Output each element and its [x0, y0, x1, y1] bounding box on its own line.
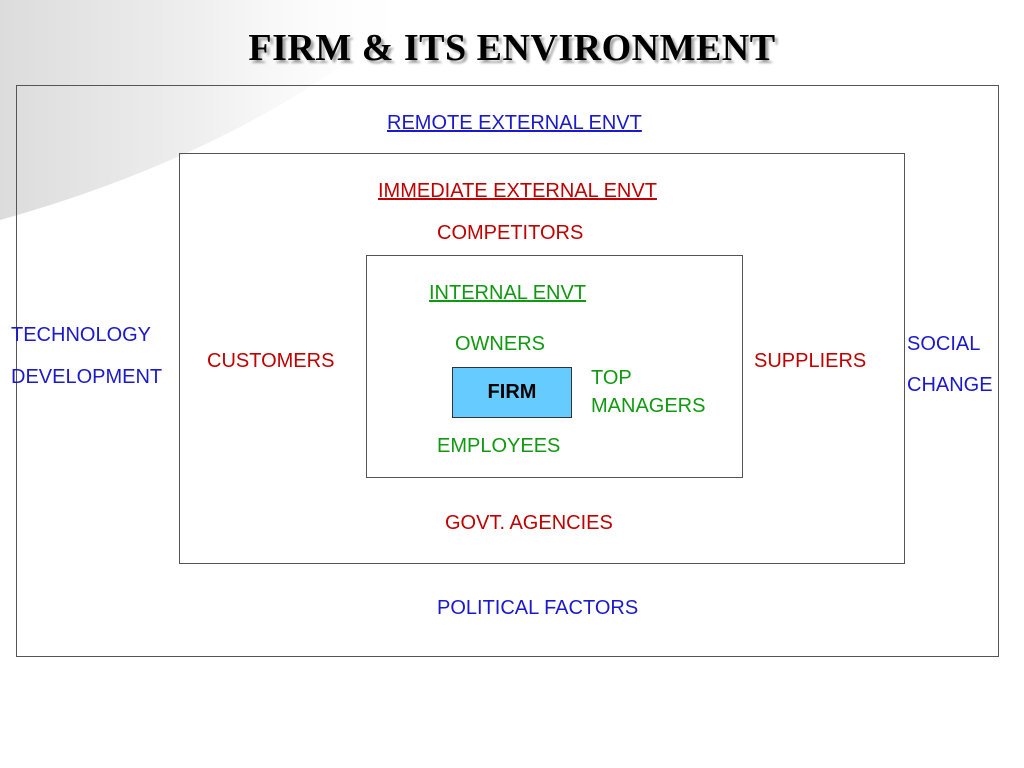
immediate-environment-box: [179, 153, 905, 564]
internal-environment-box: [366, 255, 743, 478]
political-factors-label: POLITICAL FACTORS: [437, 597, 639, 619]
development-label: DEVELOPMENT: [11, 366, 163, 388]
top-label: TOP: [591, 367, 632, 389]
change-label: CHANGE: [907, 374, 993, 396]
suppliers-label: SUPPLIERS: [754, 350, 867, 372]
internal-heading: INTERNAL ENVT: [429, 282, 587, 304]
remote-environment-box: [16, 85, 999, 657]
technology-label: TECHNOLOGY: [11, 324, 152, 346]
competitors-label: COMPETITORS: [437, 222, 584, 244]
page-title: FIRM & ITS ENVIRONMENT: [248, 27, 776, 69]
remote-heading: REMOTE EXTERNAL ENVT: [387, 112, 642, 134]
social-label: SOCIAL: [907, 333, 981, 355]
govt-agencies-label: GOVT. AGENCIES: [445, 512, 613, 534]
customers-label: CUSTOMERS: [207, 350, 335, 372]
immediate-heading: IMMEDIATE EXTERNAL ENVT: [378, 180, 657, 202]
managers-label: MANAGERS: [591, 395, 706, 417]
owners-label: OWNERS: [455, 333, 545, 355]
firm-label: FIRM: [487, 381, 537, 403]
employees-label: EMPLOYEES: [437, 435, 561, 457]
firm-box: FIRM: [452, 367, 572, 418]
